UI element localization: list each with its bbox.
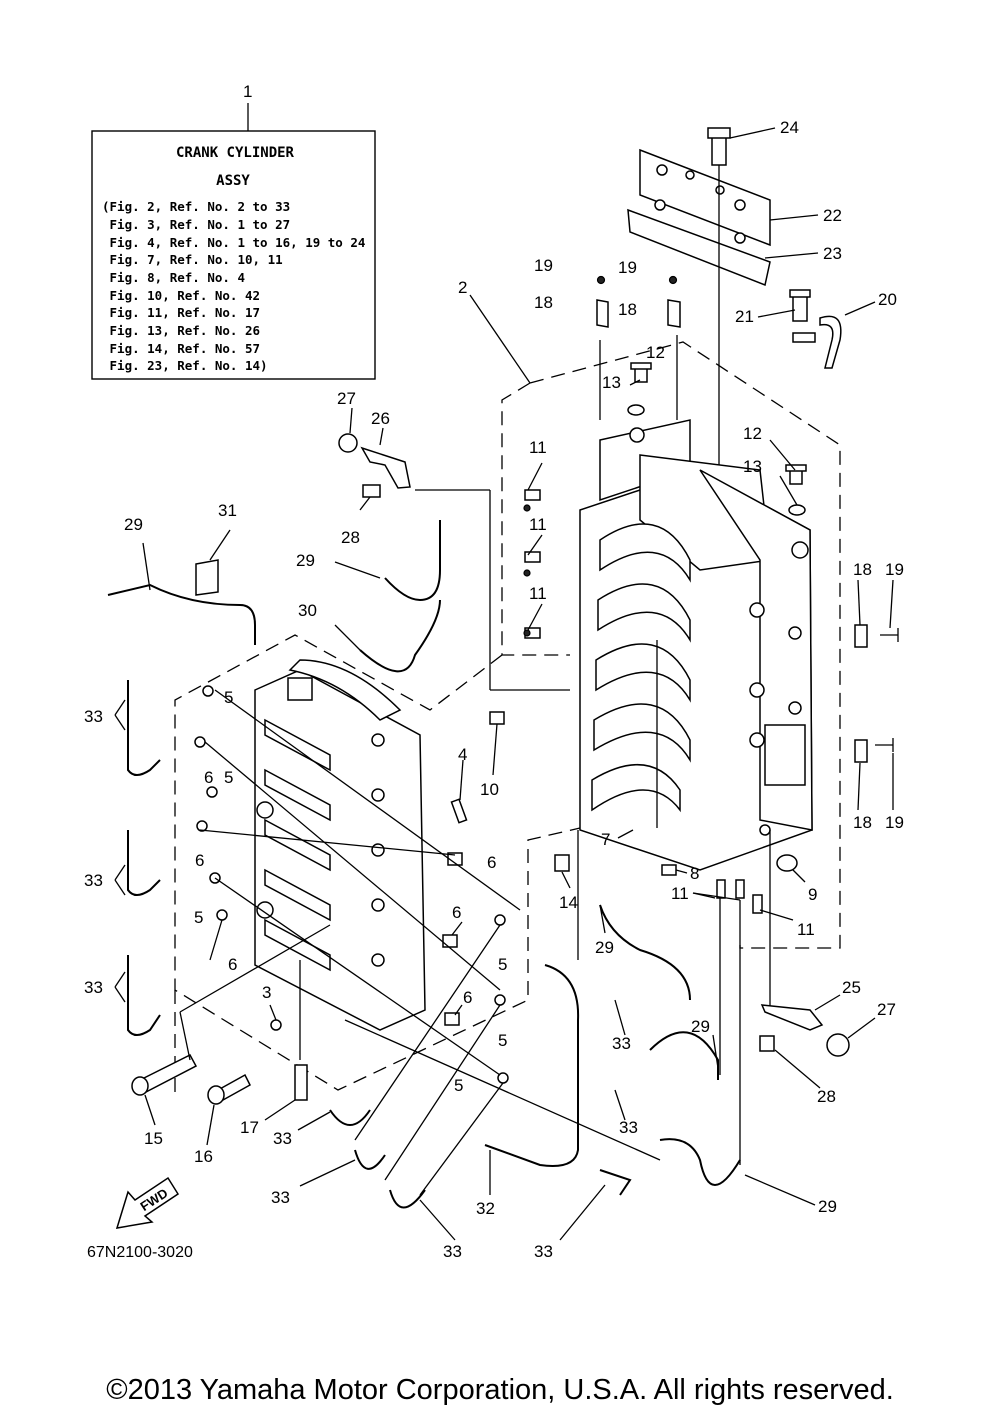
callout-2: 2 — [458, 278, 467, 297]
callout-33: 33 — [612, 1034, 631, 1053]
box-title-line2: ASSY — [216, 173, 250, 189]
box-line: Fig. 4, Ref. No. 1 to 16, 19 to 24 — [102, 235, 365, 250]
callout-22: 22 — [823, 206, 842, 225]
callout-25: 25 — [842, 978, 861, 997]
callout-27: 27 — [877, 1000, 896, 1019]
box-line: Fig. 23, Ref. No. 14) — [102, 358, 268, 373]
cylinder-block — [577, 335, 813, 1165]
copyright-notice: ©2013 Yamaha Motor Corporation, U.S.A. A… — [106, 1374, 894, 1406]
callout-5: 5 — [454, 1076, 463, 1095]
box-line: Fig. 13, Ref. No. 26 — [102, 323, 260, 338]
callout-30: 30 — [298, 601, 317, 620]
callout-5: 5 — [224, 768, 233, 787]
callout-5: 5 — [498, 1031, 507, 1050]
box-line: Fig. 11, Ref. No. 17 — [102, 305, 260, 320]
callout-16: 16 — [194, 1147, 213, 1166]
callout-29: 29 — [595, 938, 614, 957]
callout-18: 18 — [853, 560, 872, 579]
callout-29: 29 — [296, 551, 315, 570]
callout-15: 15 — [144, 1129, 163, 1148]
crankcase — [254, 659, 426, 1060]
callout-19: 19 — [885, 813, 904, 832]
callout-11: 11 — [529, 584, 547, 603]
callout-5: 5 — [498, 955, 507, 974]
callout-11: 11 — [529, 515, 547, 534]
callout-21: 21 — [735, 307, 754, 326]
box-line: Fig. 8, Ref. No. 4 — [102, 270, 245, 285]
callout-6: 6 — [452, 903, 461, 922]
callout-11: 11 — [671, 884, 689, 903]
assembly-info-box: 1 CRANK CYLINDER ASSY (Fig. 2, Ref. No. … — [91, 82, 376, 380]
callout-3: 3 — [262, 983, 271, 1002]
callout-10: 10 — [480, 780, 499, 799]
callout-28: 28 — [341, 528, 360, 547]
callout-33: 33 — [534, 1242, 553, 1261]
callout-12: 12 — [743, 424, 762, 443]
box-title-line1: CRANK CYLINDER — [176, 145, 295, 161]
callout-23: 23 — [823, 244, 842, 263]
callout-18: 18 — [618, 300, 637, 319]
callout-29: 29 — [691, 1017, 710, 1036]
callout-27: 27 — [337, 389, 356, 408]
callout-13: 13 — [602, 373, 621, 392]
callout-6: 6 — [463, 988, 472, 1007]
callout-numbers: 24 22 23 19 19 18 18 2 21 20 12 13 12 13… — [84, 118, 904, 1261]
callout-17: 17 — [240, 1118, 259, 1137]
callout-29: 29 — [124, 515, 143, 534]
callout-29: 29 — [818, 1197, 837, 1216]
callout-19: 19 — [534, 256, 553, 275]
callout-24: 24 — [780, 118, 799, 137]
callout-33: 33 — [84, 978, 103, 997]
callout-26: 26 — [371, 409, 390, 428]
callout-32: 32 — [476, 1199, 495, 1218]
callout-5: 5 — [194, 908, 203, 927]
callout-1: 1 — [243, 82, 252, 101]
box-line: Fig. 3, Ref. No. 1 to 27 — [102, 217, 290, 232]
callout-6: 6 — [228, 955, 237, 974]
callout-4: 4 — [458, 745, 467, 764]
callout-9: 9 — [808, 885, 817, 904]
callout-19: 19 — [885, 560, 904, 579]
diagram-code: 67N2100-3020 — [87, 1244, 193, 1261]
callout-12: 12 — [646, 343, 665, 362]
callout-8: 8 — [690, 864, 699, 883]
fwd-arrow: FWD — [115, 1176, 180, 1229]
callout-19: 19 — [618, 258, 637, 277]
leader-lines — [114, 294, 894, 1241]
exhaust-cover-assembly — [627, 127, 819, 470]
callout-6: 6 — [204, 768, 213, 787]
callout-28: 28 — [817, 1087, 836, 1106]
callout-31: 31 — [218, 501, 237, 520]
callout-18: 18 — [853, 813, 872, 832]
callout-33: 33 — [273, 1129, 292, 1148]
small-parts — [131, 275, 899, 1105]
callout-20: 20 — [878, 290, 897, 309]
box-line: Fig. 10, Ref. No. 42 — [102, 288, 260, 303]
callout-13: 13 — [743, 457, 762, 476]
callout-11: 11 — [529, 438, 547, 457]
box-line: Fig. 7, Ref. No. 10, 11 — [102, 252, 283, 267]
callout-14: 14 — [559, 893, 578, 912]
callout-5: 5 — [224, 688, 233, 707]
callout-6: 6 — [487, 853, 496, 872]
callout-33: 33 — [84, 707, 103, 726]
callout-7: 7 — [601, 830, 610, 849]
callout-33: 33 — [443, 1242, 462, 1261]
box-line: Fig. 14, Ref. No. 57 — [102, 341, 260, 356]
callout-6: 6 — [195, 851, 204, 870]
callout-33: 33 — [619, 1118, 638, 1137]
hoses — [107, 520, 741, 1209]
callout-33: 33 — [84, 871, 103, 890]
callout-11: 11 — [797, 920, 815, 939]
box-line: (Fig. 2, Ref. No. 2 to 33 — [102, 199, 290, 214]
callout-18: 18 — [534, 293, 553, 312]
callout-33: 33 — [271, 1188, 290, 1207]
